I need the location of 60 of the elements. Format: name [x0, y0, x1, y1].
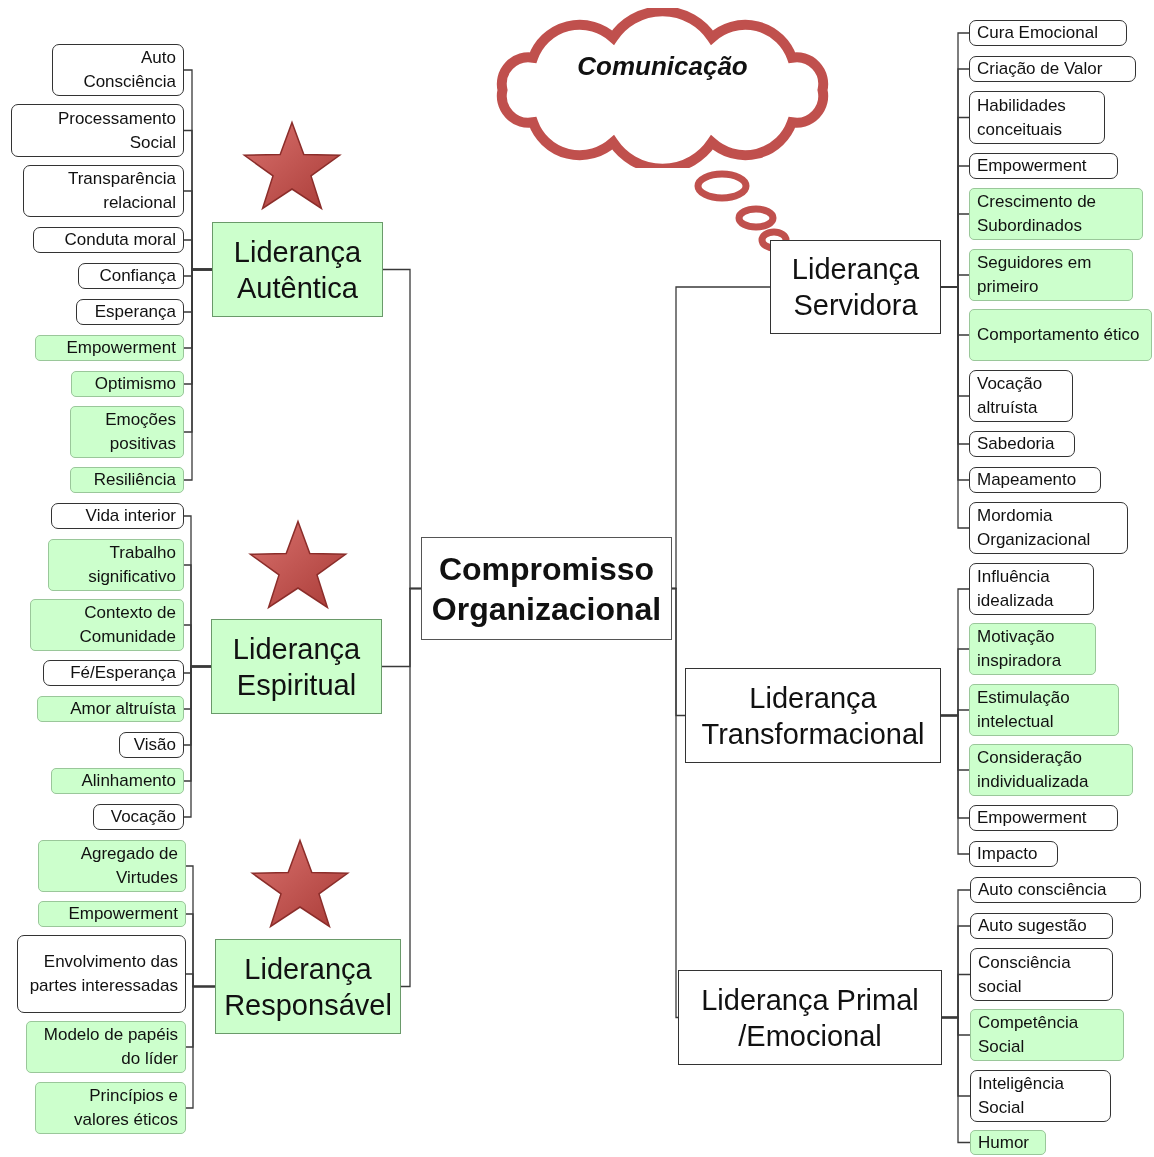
subtopic-box: Trabalho significativo — [48, 539, 184, 591]
subtopic-box: Auto sugestão — [970, 913, 1113, 939]
main-topic-box: Liderança Responsável — [215, 939, 401, 1034]
connector-line — [671, 587, 679, 1019]
main-topic-box: Liderança Primal /Emocional — [678, 970, 942, 1065]
subtopic-box: Humor — [970, 1130, 1046, 1155]
subtopic-box: Agregado de Virtudes — [38, 840, 186, 892]
subtopic-box: Empowerment — [969, 805, 1118, 831]
subtopic-box: Sabedoria — [969, 431, 1075, 457]
connector-line — [940, 714, 970, 855]
connector-line — [941, 1016, 971, 1144]
subtopic-box: Processamento Social — [11, 104, 184, 157]
subtopic-box: Impacto — [969, 841, 1058, 867]
subtopic-box: Conduta moral — [33, 227, 184, 253]
subtopic-box: Estimulação intelectual — [969, 684, 1119, 736]
subtopic-box: Consideração individualizada — [969, 744, 1133, 796]
subtopic-box: Envolvimento das partes interessadas — [17, 935, 186, 1013]
main-topic-box: Liderança Transformacional — [685, 668, 941, 763]
subtopic-box: Princípios e valores éticos — [35, 1082, 186, 1134]
subtopic-box: Auto consciência — [970, 877, 1141, 903]
main-topic-box: Liderança Autêntica — [212, 222, 383, 317]
subtopic-box: Consciência social — [970, 948, 1113, 1001]
subtopic-box: Competência Social — [970, 1009, 1124, 1061]
subtopic-box: Esperança — [76, 299, 184, 325]
subtopic-box: Influência idealizada — [969, 563, 1094, 615]
subtopic-box: Motivação inspiradora — [969, 623, 1096, 675]
subtopic-box: Empowerment — [969, 153, 1118, 179]
subtopic-box: Contexto de Comunidade — [30, 599, 184, 651]
subtopic-box: Vocação altruísta — [969, 370, 1073, 422]
subtopic-box: Optimismo — [71, 371, 184, 397]
connector-line — [400, 587, 422, 988]
main-topic-box: Liderança Servidora — [770, 240, 941, 334]
subtopic-box: Visão — [119, 732, 184, 758]
subtopic-box: Auto Consciência — [52, 44, 184, 96]
main-topic-box: Liderança Espiritual — [211, 619, 382, 714]
subtopic-box: Vocação — [93, 804, 184, 830]
subtopic-box: Mapeamento — [969, 467, 1101, 493]
subtopic-box: Transparência relacional — [23, 165, 184, 217]
subtopic-box: Emoções positivas — [70, 406, 184, 458]
cloud-label: Comunicação — [576, 53, 749, 79]
subtopic-box: Criação de Valor — [969, 56, 1136, 82]
subtopic-box: Seguidores em primeiro — [969, 249, 1133, 301]
subtopic-box: Resiliência — [70, 467, 184, 493]
subtopic-box: Cura Emocional — [969, 20, 1127, 46]
subtopic-box: Crescimento de Subordinados — [969, 188, 1143, 240]
connector-line — [183, 665, 212, 818]
connector-line — [185, 985, 216, 1109]
subtopic-box: Habilidades conceituais — [969, 91, 1105, 144]
subtopic-box: Empowerment — [35, 335, 184, 361]
subtopic-box: Modelo de papéis do líder — [26, 1021, 186, 1073]
subtopic-box: Mordomia Organizacional — [969, 502, 1128, 554]
subtopic-box: Inteligência Social — [970, 1070, 1111, 1122]
subtopic-box: Comportamento ético — [969, 309, 1152, 361]
subtopic-box: Amor altruísta — [37, 696, 184, 722]
subtopic-box: Fé/Esperança — [43, 660, 184, 686]
subtopic-box: Empowerment — [38, 901, 186, 927]
subtopic-box: Vida interior — [51, 503, 184, 529]
subtopic-box: Confiança — [78, 263, 184, 289]
central-topic-box: Compromisso Organizacional — [421, 537, 672, 640]
subtopic-box: Alinhamento — [51, 768, 184, 794]
